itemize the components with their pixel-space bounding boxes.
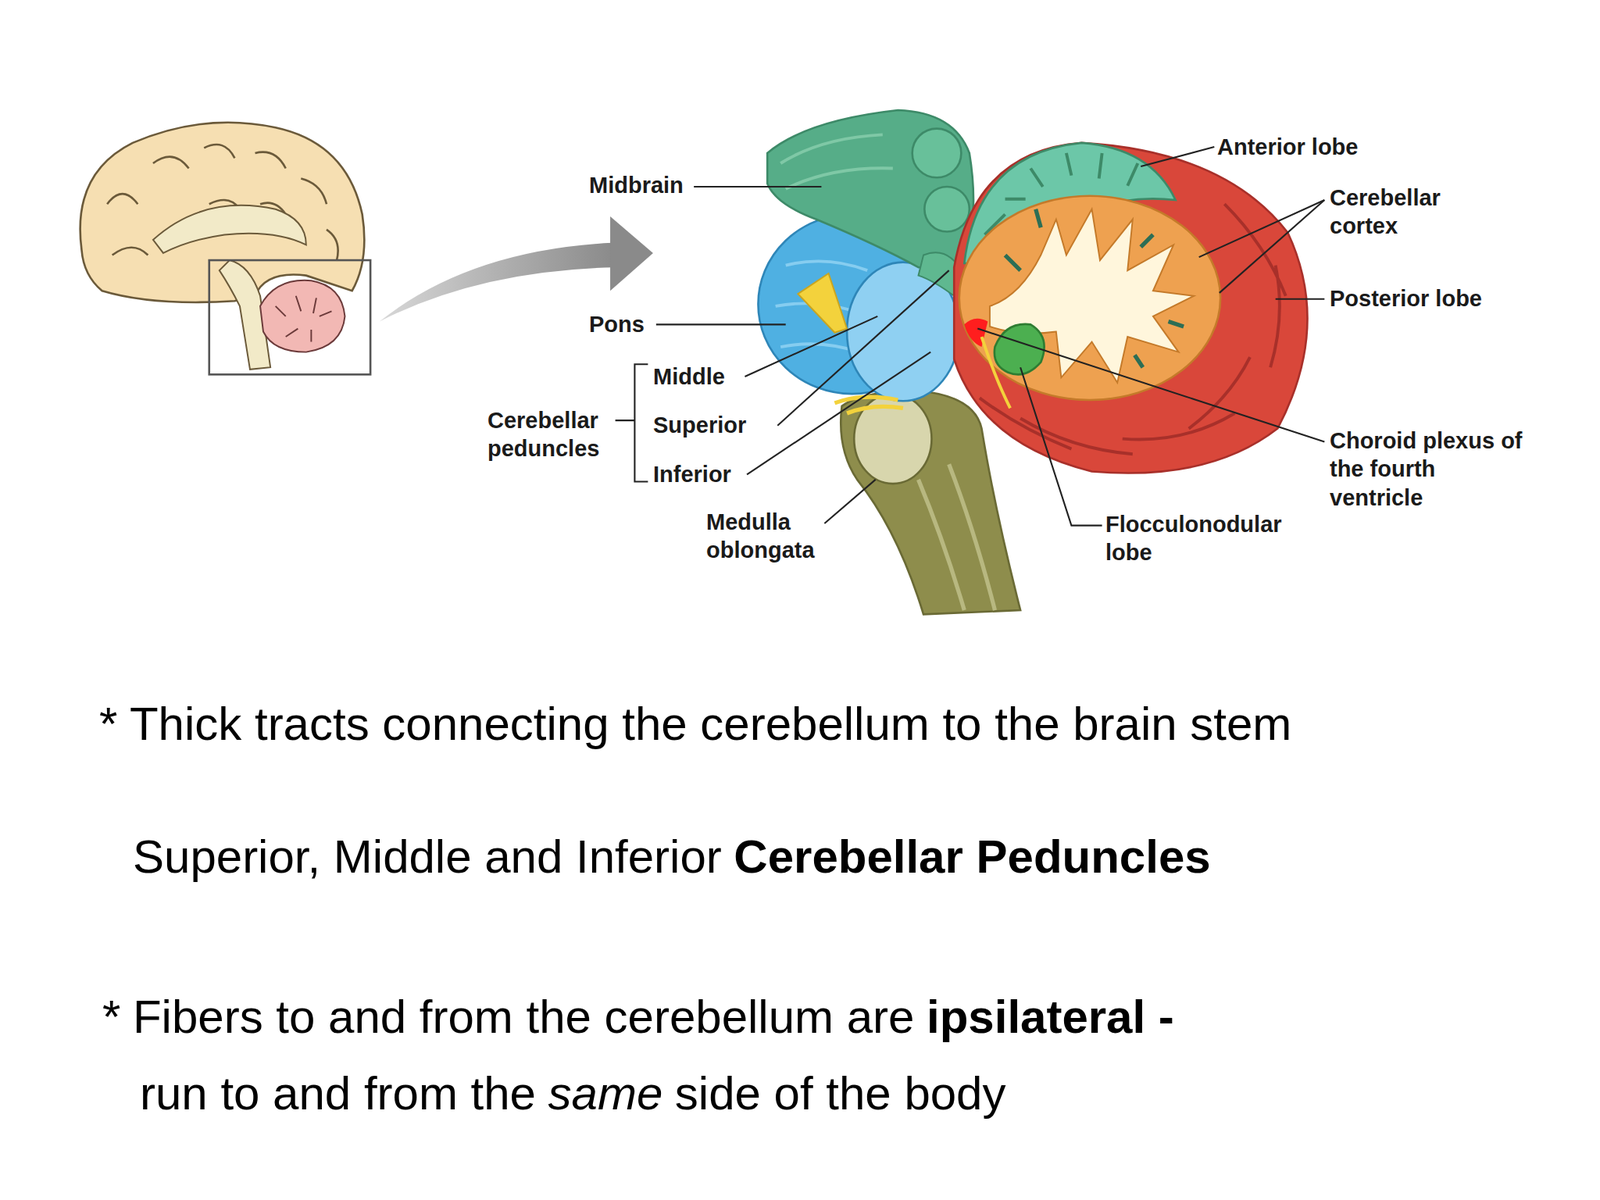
midbrain-fibers	[780, 134, 893, 189]
zoom-arrow-shaft	[379, 242, 615, 322]
text-line: *Fibers to and from the cerebellum areip…	[102, 989, 1175, 1044]
leader-lines	[615, 146, 1325, 526]
inferior-colliculus	[924, 186, 969, 232]
corpus-callosum	[153, 205, 307, 254]
part-label: Pons	[589, 310, 683, 339]
part-label: Cerebellar peduncles	[487, 406, 633, 464]
peduncle-bracket	[615, 364, 649, 482]
bold-term: ipsilateral -	[926, 989, 1175, 1044]
brain-sagittal	[80, 122, 371, 375]
body-text: *	[99, 696, 118, 751]
cranial-nerve	[834, 396, 904, 414]
part-label: Anterior lobe	[1217, 132, 1413, 161]
leader-line	[1020, 367, 1102, 525]
superior-colliculus	[912, 128, 962, 179]
cerebrum-gyri	[107, 144, 339, 261]
leader-line	[693, 185, 822, 188]
part-label: Posterior lobe	[1329, 284, 1483, 313]
cerebellum-small	[260, 280, 345, 353]
zoom-box	[209, 260, 371, 375]
part-label: Inferior	[653, 460, 763, 489]
leader-line	[1219, 200, 1325, 293]
part-label: Cerebellar cortex	[1329, 183, 1486, 241]
medulla-columns	[918, 464, 996, 611]
leader-line	[744, 316, 878, 377]
part-label: Medulla oblongata	[706, 507, 863, 565]
body-text: *	[102, 989, 121, 1044]
emphasis-word: same	[548, 1066, 664, 1121]
leader-line	[1140, 146, 1215, 167]
zoom-arrow-head	[610, 216, 654, 291]
body-text: Superior, Middle and Inferior	[132, 829, 722, 884]
leader-line	[824, 479, 875, 524]
medulla	[840, 390, 1021, 615]
cerebellum-folia	[275, 296, 333, 343]
bold-term: Cerebellar Peduncles	[733, 829, 1211, 884]
text-line: *Thick tracts connecting the cerebellum …	[99, 696, 1292, 751]
text-line: Superior, Middle and InferiorCerebellar …	[132, 829, 1211, 884]
part-label: Choroid plexus of the fourth ventricle	[1329, 426, 1529, 512]
arbor-vitae	[989, 209, 1194, 383]
leader-line	[1275, 298, 1325, 300]
leader-line	[777, 270, 949, 426]
leader-line	[746, 352, 931, 475]
trigeminal-nerve	[797, 273, 847, 333]
cerebellum	[953, 142, 1308, 474]
body-text: run to and from the	[139, 1066, 536, 1121]
text-line: run to and from thesameside of the body	[139, 1066, 1007, 1121]
body-text: Fibers to and from the cerebellum are	[132, 989, 915, 1044]
leader-line	[977, 328, 1325, 443]
part-label: Middle	[653, 362, 747, 391]
leader-line	[1199, 200, 1325, 258]
part-label: Midbrain	[589, 171, 746, 200]
flocculonodular-lobe	[994, 324, 1045, 375]
leader-line	[656, 323, 786, 325]
choroid-strand	[981, 336, 1011, 408]
body-text: Thick tracts connecting the cerebellum t…	[129, 696, 1292, 751]
body-text: side of the body	[675, 1066, 1007, 1121]
midbrain	[767, 110, 974, 268]
cerebellar-cortex	[959, 196, 1221, 400]
part-label: Flocculonodular lobe	[1105, 510, 1317, 568]
cerebellum-body	[953, 142, 1308, 474]
part-label: Superior	[653, 410, 763, 440]
